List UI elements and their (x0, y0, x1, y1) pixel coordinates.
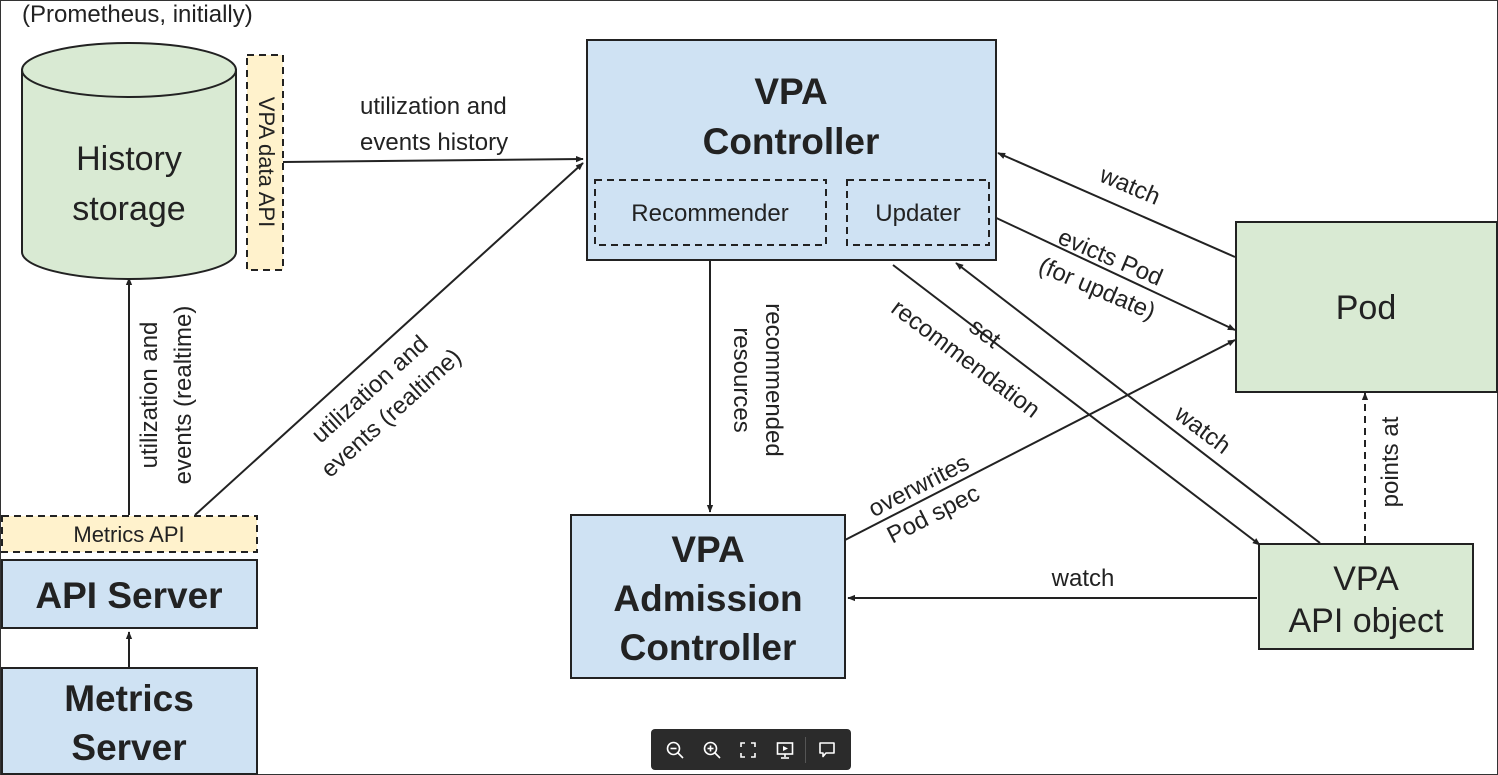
present-button[interactable] (769, 734, 801, 766)
vpa-admission-controller-node: VPA Admission Controller (570, 514, 846, 679)
vpa-api-object-label: VPA (1333, 560, 1399, 598)
metrics-api-label: Metrics API (73, 522, 184, 547)
svg-text:watch: watch (1095, 161, 1164, 211)
zoom-out-button[interactable] (659, 734, 691, 766)
edge-set-recommendation (892, 264, 1261, 546)
admission-controller-title-2: Admission (613, 578, 802, 619)
label-overwrites-pod-spec: overwrites Pod spec (864, 449, 984, 549)
vpa-api-object-node: VPA API object (1258, 543, 1474, 650)
updater-box (846, 179, 990, 246)
toolbar-separator (805, 736, 807, 763)
vpa-controller-title: VPA (754, 71, 827, 112)
svg-text:recommended: recommended (760, 303, 787, 456)
updater-label: Updater (875, 200, 960, 227)
svg-text:events history: events history (360, 129, 508, 156)
history-storage-label-2: storage (72, 190, 185, 228)
zoom-in-icon (703, 741, 721, 759)
vpa-controller-node: VPA Controller Recommender Updater (586, 39, 997, 261)
fullscreen-icon (740, 741, 757, 758)
zoom-in-button[interactable] (696, 734, 728, 766)
label-api-to-history: utilization and events (realtime) (136, 306, 197, 485)
admission-controller-title-3: Controller (620, 627, 797, 668)
api-server-label: API Server (35, 575, 222, 616)
comment-button[interactable] (811, 734, 843, 766)
vpa-data-api-node: VPA data API (246, 54, 284, 271)
svg-text:utilization and: utilization and (136, 322, 163, 469)
metrics-server-label: Metrics (64, 678, 194, 719)
history-storage-node: History storage (21, 42, 237, 280)
vpa-api-object-label-2: API object (1289, 602, 1445, 640)
edge-overwrites-pod-spec (844, 339, 1236, 541)
pod-node: Pod (1235, 221, 1498, 393)
label-history-to-controller: utilization and events history (360, 93, 508, 156)
label-object-watch-admission: watch (1051, 565, 1115, 592)
history-storage-caption: (Prometheus, initially) (22, 1, 253, 28)
edge-history-to-controller (282, 155, 584, 163)
vpa-data-api-label: VPA data API (254, 97, 279, 227)
vpa-controller-title-2: Controller (703, 121, 880, 162)
recommender-label: Recommender (631, 200, 788, 227)
metrics-server-node: Metrics Server (1, 667, 258, 775)
history-storage-label: History (76, 140, 182, 178)
admission-controller-title: VPA (671, 529, 744, 570)
svg-text:utilization and: utilization and (360, 93, 507, 120)
edge-pod-watch (997, 152, 1236, 258)
svg-text:resources: resources (728, 327, 755, 432)
pod-label: Pod (1336, 289, 1397, 327)
viewer-toolbar (651, 729, 851, 770)
label-pod-watch: watch (1095, 161, 1164, 211)
api-server-node: API Server (1, 559, 258, 629)
recommender-box (594, 179, 827, 246)
svg-text:watch: watch (1169, 400, 1236, 460)
label-points-at: points at (1377, 416, 1404, 507)
present-icon (776, 741, 794, 759)
label-evicts-pod: evicts Pod (for update) (1035, 224, 1167, 326)
metrics-server-label-2: Server (71, 727, 186, 768)
label-set-recommendation: set recommendation (886, 294, 1045, 423)
edge-object-watch-controller (955, 262, 1321, 544)
label-recommended-resources: recommended resources (728, 303, 787, 456)
label-object-watch-controller: watch (1169, 400, 1236, 460)
metrics-api-node: Metrics API (1, 515, 258, 553)
svg-text:events (realtime): events (realtime) (170, 306, 197, 485)
zoom-out-icon (666, 741, 684, 759)
edge-evicts-pod (989, 214, 1236, 331)
comment-icon (818, 741, 835, 757)
edge-api-to-controller (194, 162, 584, 516)
fullscreen-button[interactable] (732, 734, 764, 766)
svg-text:points at: points at (1377, 416, 1404, 507)
